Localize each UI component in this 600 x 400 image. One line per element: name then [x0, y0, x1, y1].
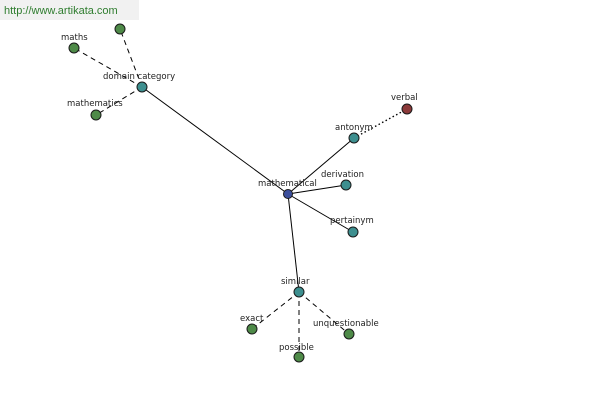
watermark-url: http://www.artikata.com — [0, 0, 139, 20]
edge-similar-unquestionable — [298, 291, 350, 335]
label-exact: exact — [240, 314, 264, 324]
edge-mathematical-domain-category — [141, 86, 289, 195]
node-similar[interactable] — [293, 286, 305, 298]
node-domain-category[interactable] — [136, 81, 148, 93]
graph-labels: mathematical domain category antonym deriva… — [61, 33, 418, 353]
edge-similar-exact — [251, 291, 300, 330]
edge-mathematical-similar — [287, 193, 300, 293]
label-antonym: antonym — [335, 123, 373, 133]
label-similar: similar — [281, 277, 310, 287]
node-mathematical[interactable] — [283, 189, 293, 199]
node-exact[interactable] — [246, 323, 258, 335]
edge-mathematical-antonym — [287, 137, 355, 195]
node-mathematics[interactable] — [90, 109, 102, 121]
label-mathematical: mathematical — [258, 179, 317, 189]
edge-domain-category-unlabeled — [119, 28, 143, 88]
label-derivation: derivation — [321, 170, 364, 180]
node-pertainym[interactable] — [347, 226, 359, 238]
label-domain-category: domain category — [103, 72, 175, 82]
node-possible[interactable] — [293, 351, 305, 363]
label-possible: possible — [279, 343, 314, 353]
label-verbal: verbal — [391, 93, 418, 103]
edge-mathematical-derivation — [287, 184, 347, 195]
label-maths: maths — [61, 33, 88, 43]
node-unquestionable[interactable] — [343, 328, 355, 340]
label-unquestionable: unquestionable — [313, 319, 379, 329]
graph-nodes — [68, 23, 413, 363]
node-verbal[interactable] — [401, 103, 413, 115]
edge-domain-category-maths — [73, 47, 143, 88]
node-unlabeled[interactable] — [114, 23, 126, 35]
label-mathematics: mathematics — [67, 99, 123, 109]
node-antonym[interactable] — [348, 132, 360, 144]
edge-mathematical-pertainym — [287, 193, 354, 233]
graph-edges — [73, 28, 408, 357]
node-maths[interactable] — [68, 42, 80, 54]
label-pertainym: pertainym — [330, 216, 374, 226]
node-derivation[interactable] — [340, 179, 352, 191]
